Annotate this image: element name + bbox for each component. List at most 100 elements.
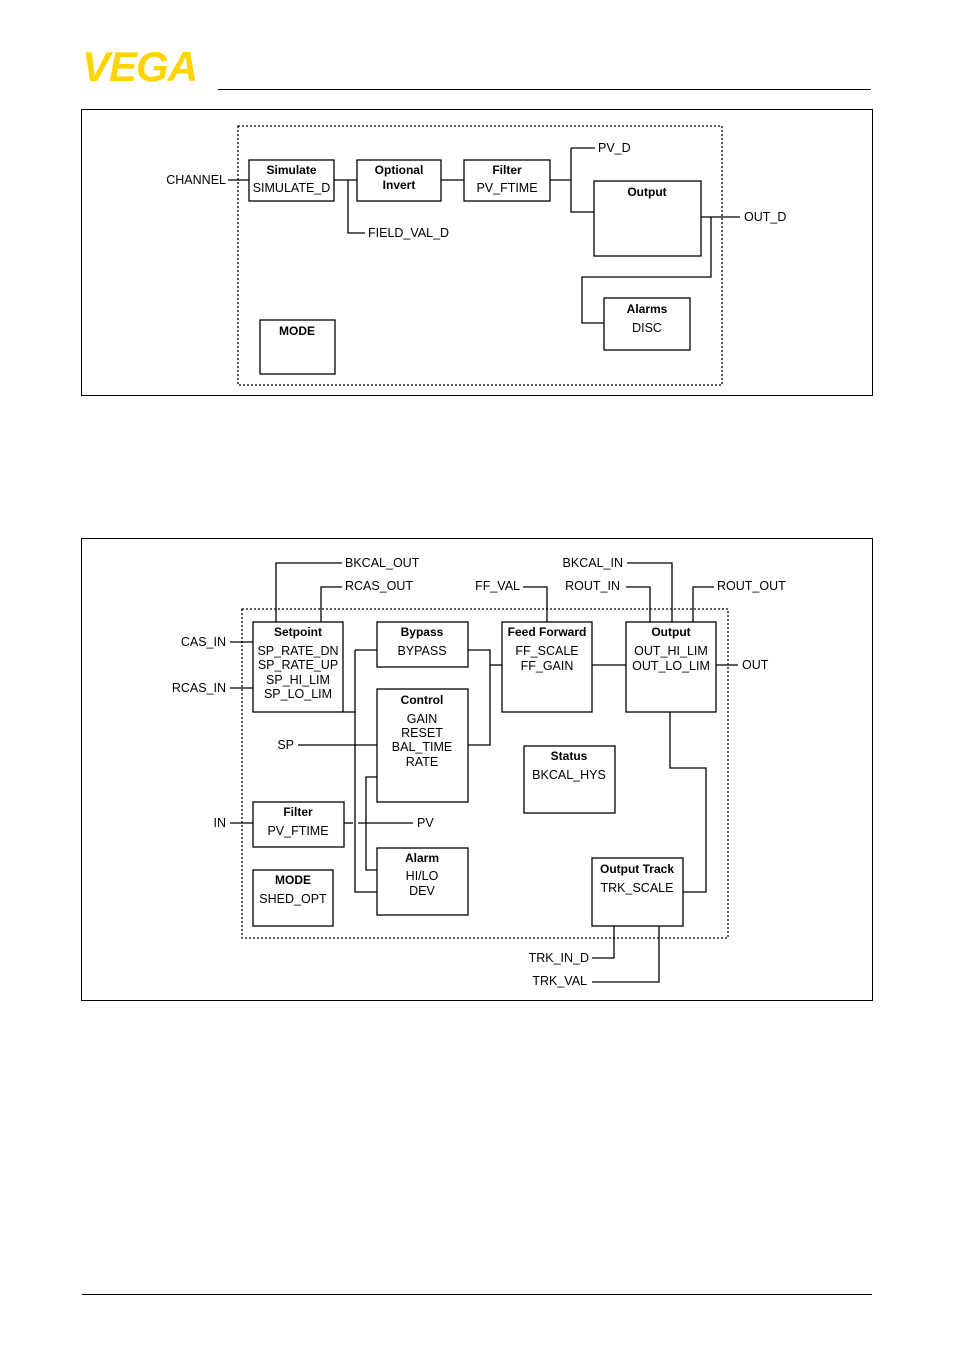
mode-title: MODE [275, 873, 311, 887]
control-block [376, 688, 469, 803]
output-block [625, 621, 717, 713]
setpoint-param: SP_HI_LIM [266, 673, 330, 687]
control-param: RATE [406, 755, 438, 769]
alarm-param: HI/LO [406, 869, 439, 883]
to-output-line [570, 148, 594, 213]
rcas-in-label: RCAS_IN [172, 681, 226, 695]
rout-out-label: ROUT_OUT [717, 579, 786, 593]
control-title: Control [401, 693, 444, 707]
setpoint-block [252, 621, 344, 713]
setpoint-title: Setpoint [274, 625, 322, 639]
output-title: Output [627, 185, 666, 199]
alarm-block [376, 847, 469, 916]
mode-block [259, 319, 336, 375]
diagram-1: Simulate SIMULATE_D Optional Invert Filt… [166, 125, 786, 386]
output-to-track-line [669, 712, 707, 893]
diagram-pid-frame [81, 538, 873, 1001]
output-block [593, 180, 702, 257]
feed-forward-param: FF_SCALE [515, 644, 578, 658]
filter-block [252, 801, 345, 848]
setpoint-param: SP_RATE_UP [258, 658, 338, 672]
alarms-param: DISC [632, 321, 662, 335]
rout-in-line [626, 586, 651, 622]
pv-label: PV [417, 816, 434, 830]
output-title: Output [651, 625, 690, 639]
pv-d-label: PV_D [598, 141, 631, 155]
mode-title: MODE [279, 324, 315, 338]
status-param: BKCAL_HYS [532, 768, 606, 782]
filter-param: PV_FTIME [476, 181, 537, 195]
output-param: OUT_HI_LIM [634, 644, 708, 658]
filter-block [463, 159, 551, 202]
out-label: OUT [742, 658, 769, 672]
invert-title: Invert [383, 178, 416, 192]
filter-title: Filter [283, 805, 313, 819]
sp-label: SP [277, 738, 294, 752]
channel-label: CHANNEL [166, 173, 226, 187]
vega-logo-text: VEGA [82, 46, 197, 86]
bkcal-out-line [275, 562, 342, 622]
filter-param: PV_FTIME [267, 824, 328, 838]
bkcal-out-label: BKCAL_OUT [345, 556, 420, 570]
rout-out-line [692, 586, 714, 622]
output-track-title: Output Track [600, 862, 674, 876]
feed-forward-block [501, 621, 593, 713]
control-param: GAIN [407, 712, 438, 726]
status-title: Status [551, 749, 588, 763]
pv-to-control-line [365, 776, 377, 823]
bkcal-in-label: BKCAL_IN [563, 556, 623, 570]
sp-bus-line [354, 650, 377, 893]
cas-in-label: CAS_IN [181, 635, 226, 649]
ff-val-label: FF_VAL [475, 579, 520, 593]
rcas-out-line [320, 586, 342, 622]
trk-in-d-label: TRK_IN_D [529, 951, 589, 965]
pid-block-boundary [241, 608, 729, 939]
diagram-2: Setpoint SP_RATE_DN SP_RATE_UP SP_HI_LIM… [172, 556, 786, 988]
setpoint-param: SP_RATE_DN [257, 644, 338, 658]
bypass-control-line [468, 649, 491, 746]
optional-title: Optional [375, 163, 424, 177]
trk-in-d-line [592, 926, 615, 959]
header-rule [218, 89, 871, 90]
ff-val-line [523, 586, 548, 622]
field-val-d-line [347, 180, 365, 234]
diagram-discrete-input-frame [81, 109, 873, 396]
rout-in-label: ROUT_IN [565, 579, 620, 593]
simulate-title: Simulate [266, 163, 316, 177]
in-label: IN [214, 816, 227, 830]
alarms-title: Alarms [627, 302, 668, 316]
simulate-block [248, 159, 335, 202]
setpoint-param: SP_LO_LIM [264, 687, 332, 701]
optional-invert-block [356, 159, 442, 202]
trk-val-line [592, 926, 660, 983]
bypass-param: BYPASS [397, 644, 446, 658]
bkcal-in-line [627, 562, 673, 622]
status-block [523, 745, 616, 814]
pv-to-alarm-line [365, 823, 377, 871]
bypass-block [376, 621, 469, 668]
control-param: BAL_TIME [392, 740, 452, 754]
vega-logo: VEGA [82, 46, 198, 86]
mode-param: SHED_OPT [259, 892, 327, 906]
feed-forward-title: Feed Forward [508, 625, 587, 639]
field-val-d-label: FIELD_VAL_D [368, 226, 449, 240]
control-param: RESET [401, 726, 443, 740]
simulate-param: SIMULATE_D [253, 181, 331, 195]
feed-forward-param: FF_GAIN [521, 659, 574, 673]
footer-rule [82, 1294, 872, 1295]
mode-block [252, 869, 334, 927]
output-param: OUT_LO_LIM [632, 659, 710, 673]
function-block-boundary [237, 125, 723, 386]
alarm-param: DEV [409, 884, 435, 898]
rcas-out-label: RCAS_OUT [345, 579, 413, 593]
filter-title: Filter [492, 163, 522, 177]
to-alarms-line [581, 217, 712, 324]
out-d-label: OUT_D [744, 210, 786, 224]
output-track-param: TRK_SCALE [601, 881, 674, 895]
alarms-block [603, 297, 691, 351]
alarm-title: Alarm [405, 851, 439, 865]
trk-val-label: TRK_VAL [532, 974, 587, 988]
output-track-block [591, 857, 684, 927]
bypass-title: Bypass [401, 625, 444, 639]
